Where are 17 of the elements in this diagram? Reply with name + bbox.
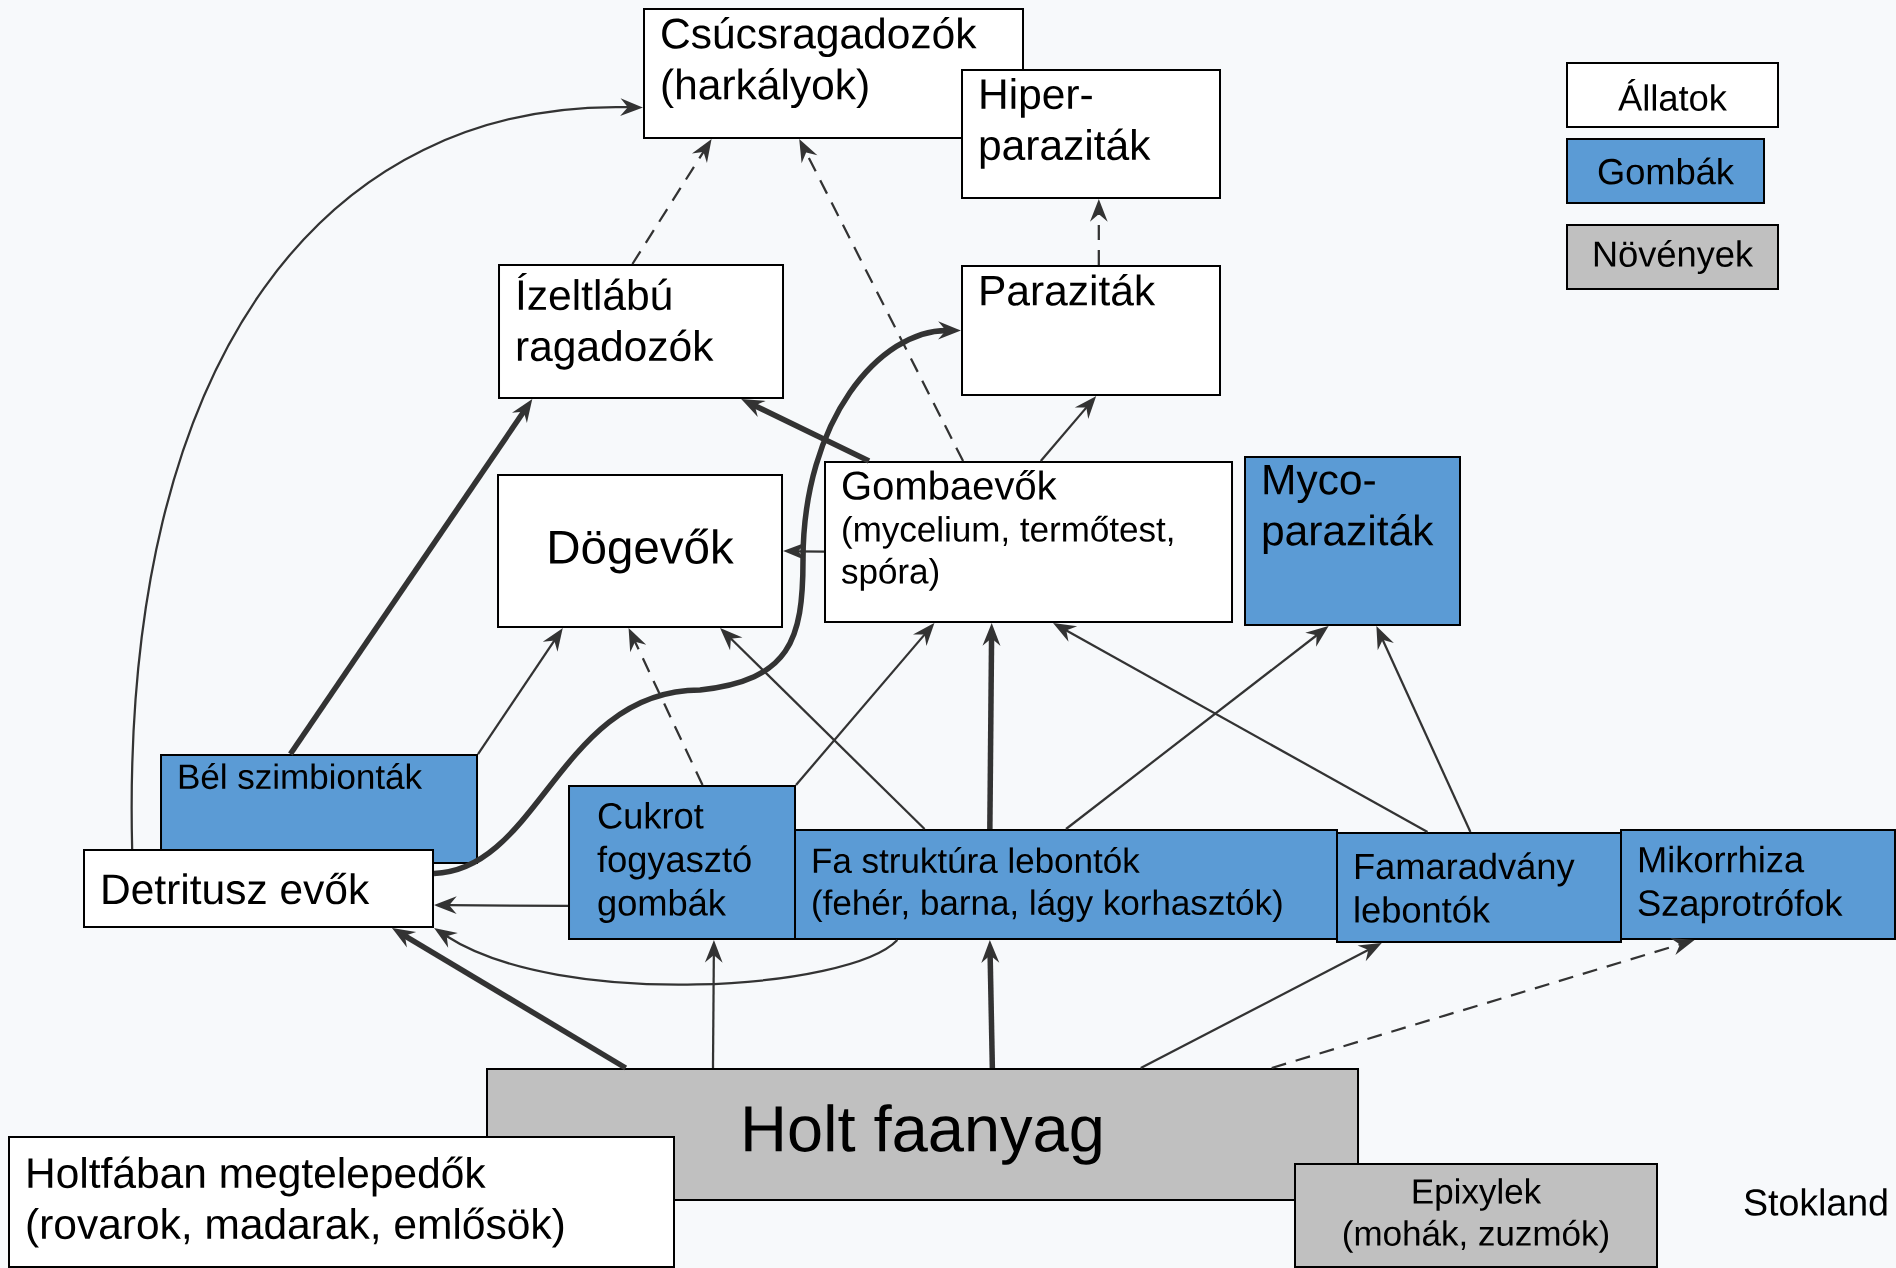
category-box: Detritusz evők <box>83 849 434 928</box>
category-box: Famaradvány lebontók <box>1336 832 1622 943</box>
category-box: Cukrot fogyasztó gombák <box>568 785 796 940</box>
source-credit: Stokland <box>1744 1188 1887 1216</box>
category-box: Hiper-paraziták <box>961 69 1221 199</box>
category-box: Mikorrhiza Szaprotrófok <box>1620 829 1896 940</box>
category-box: Paraziták <box>961 265 1221 396</box>
category-box: Myco-paraziták <box>1244 456 1461 626</box>
category-box: Ízeltlábú ragadozók <box>498 264 784 399</box>
category-box: Gombaevők (mycelium, termőtest, spóra) <box>824 461 1233 623</box>
category-box: Epixylek (mohák, zuzmók) <box>1294 1163 1658 1268</box>
legend-item: Gombák <box>1566 138 1765 204</box>
legend-item: Állatok <box>1566 62 1779 128</box>
category-box: Dögevők <box>497 474 783 628</box>
legend-item: Növények <box>1566 224 1779 290</box>
category-box: Fa struktúra lebontók (fehér, barna, lágy korhasztók) <box>794 829 1338 940</box>
category-box: Holtfában megtelepedők (rovarok, madarak, emlősök) <box>8 1136 675 1268</box>
